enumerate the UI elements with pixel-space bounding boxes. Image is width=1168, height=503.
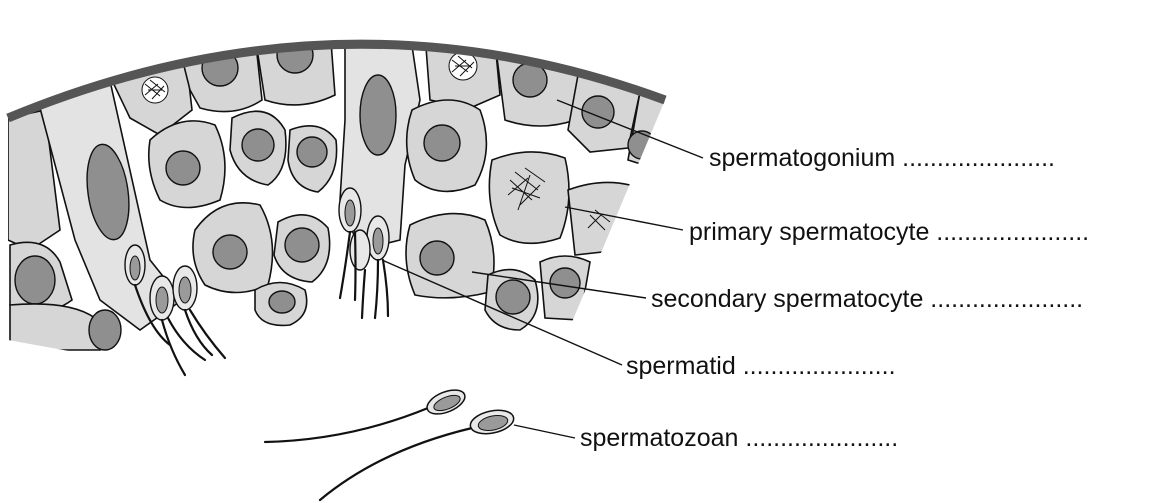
label-spermatid: spermatid ...................... <box>626 352 896 380</box>
spermatogonium-chromosomes-1 <box>142 77 168 103</box>
label-primary-spermatocyte: primary spermatocyte ...................… <box>689 218 1089 246</box>
label-spermatogonium: spermatogonium ...................... <box>709 144 1055 172</box>
spermatozoa <box>265 385 516 500</box>
label-secondary-spermatocyte: secondary spermatocyte .................… <box>651 285 1083 313</box>
label-spermatozoan: spermatozoan ...................... <box>580 424 898 452</box>
